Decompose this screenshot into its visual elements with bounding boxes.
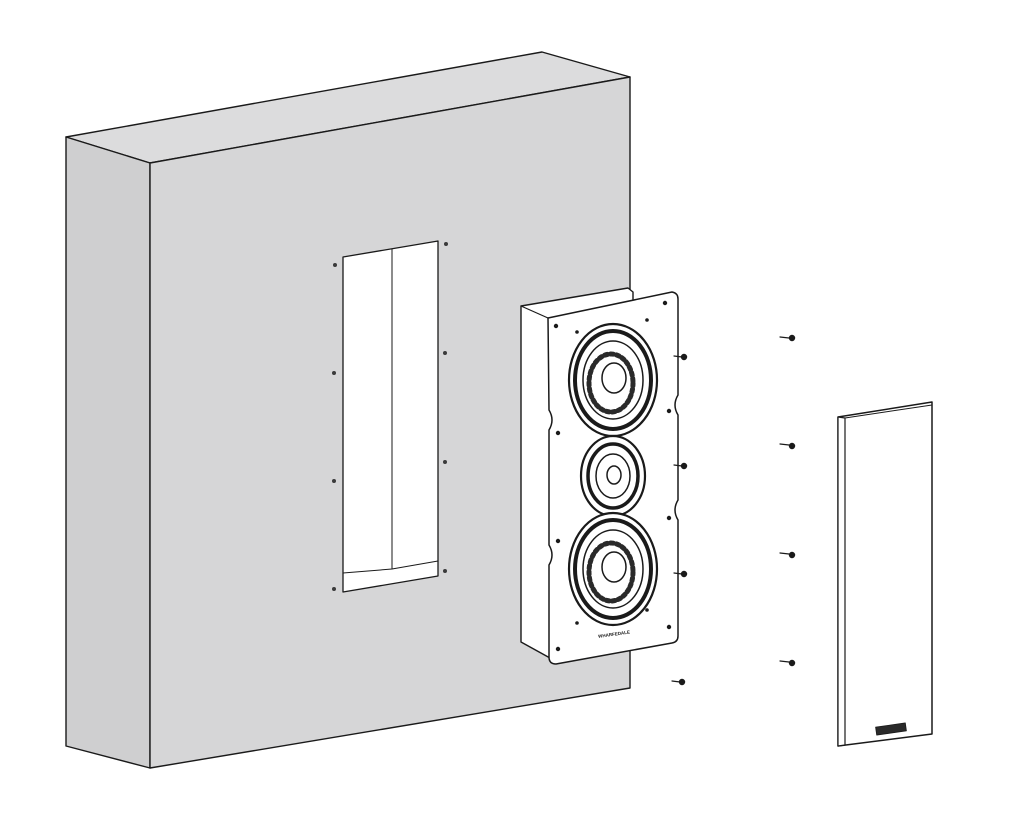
screw-hole xyxy=(333,263,337,267)
screw xyxy=(779,659,796,667)
baffle-screw xyxy=(555,538,561,544)
screw xyxy=(779,442,796,450)
cutout-inner-bottom xyxy=(342,560,439,574)
tweeter-dome xyxy=(606,465,622,485)
baffle-screw xyxy=(575,330,579,334)
grille-top-edge xyxy=(844,404,933,419)
woofer-basket xyxy=(586,540,636,604)
baffle-screws xyxy=(553,300,672,652)
screw-hole xyxy=(443,351,447,355)
screw-hole xyxy=(332,371,336,375)
in-wall-speaker: WHARFEDALE xyxy=(520,287,679,665)
speaker-grille xyxy=(837,401,933,747)
tweeter-ring xyxy=(586,442,640,510)
woofer-dust-cap xyxy=(601,362,627,394)
lower-woofer xyxy=(567,511,659,627)
screw-hole xyxy=(444,242,448,246)
woofer-ring xyxy=(573,518,653,620)
screw xyxy=(673,353,688,361)
wall-cutout xyxy=(332,240,448,593)
baffle-screw xyxy=(645,318,649,322)
grille-front xyxy=(837,401,933,747)
mounting-screws xyxy=(671,334,796,686)
woofer-ring xyxy=(573,329,653,431)
screw-hole xyxy=(332,479,336,483)
screw-hole xyxy=(332,587,336,591)
baffle-screw xyxy=(662,300,668,306)
baffle-screw xyxy=(666,624,672,630)
wall-side-face xyxy=(65,136,151,769)
baffle-screw xyxy=(666,515,672,521)
screw xyxy=(671,678,686,686)
screw-hole xyxy=(443,569,447,573)
speaker-brand-label: WHARFEDALE xyxy=(598,630,630,639)
tweeter xyxy=(579,434,647,518)
screw xyxy=(779,334,796,342)
woofer-dust-cap xyxy=(601,551,627,583)
baffle-screw xyxy=(575,621,579,625)
woofer-basket xyxy=(586,351,636,415)
screw xyxy=(673,570,688,578)
grille-badge xyxy=(875,722,907,736)
baffle-screw xyxy=(666,408,672,414)
cutout-opening xyxy=(342,240,439,593)
upper-woofer xyxy=(567,322,659,438)
grille-edge xyxy=(837,416,846,747)
cutout-screw-holes xyxy=(332,242,448,591)
baffle-screw xyxy=(553,323,559,329)
baffle-screw xyxy=(555,646,561,652)
baffle-screw xyxy=(645,608,649,612)
screw xyxy=(673,462,688,470)
screw-hole xyxy=(443,460,447,464)
baffle-screw xyxy=(555,430,561,436)
screw xyxy=(779,551,796,559)
speaker-box-edge xyxy=(520,305,549,319)
